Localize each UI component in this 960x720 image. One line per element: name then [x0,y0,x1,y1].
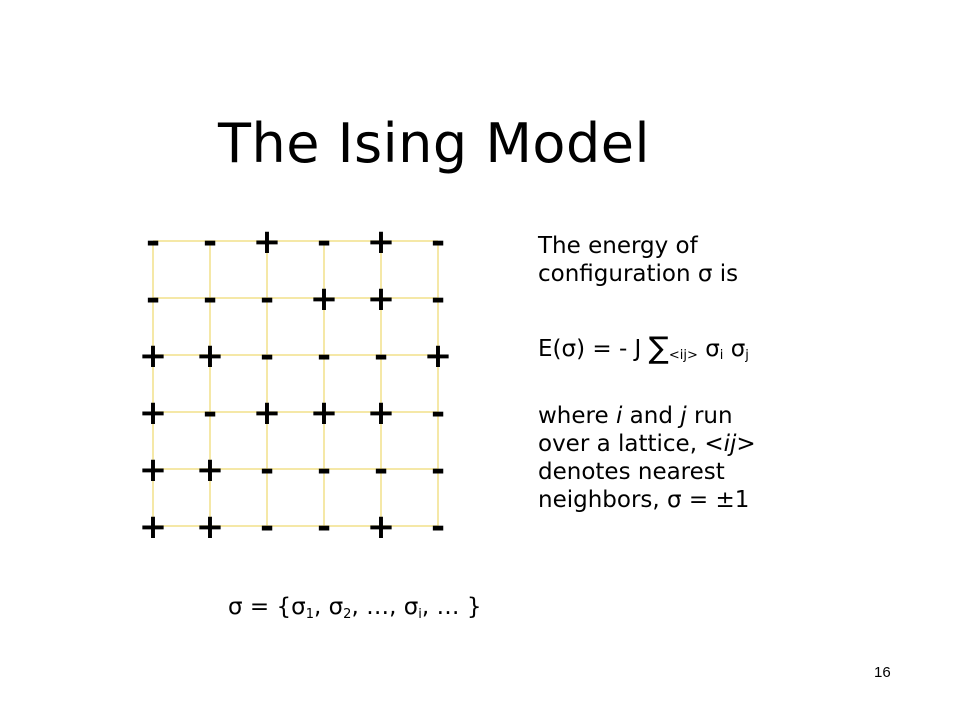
spin-up: + [139,450,168,490]
sigma-j: σ [730,336,746,362]
var-i: i [615,403,623,429]
spin-up: + [253,222,282,262]
spin-down: - [431,450,445,490]
spin-lattice: --+-+----++-++---++-+++-++----++--+- [139,222,453,547]
spin-down: - [317,222,331,262]
summation-subscript: <ij> [668,348,698,363]
spin-down: - [431,507,445,547]
spin-down: - [374,336,388,376]
run-word: run [693,403,733,429]
configuration-sequence: σ = {σ1, σ2, …, σi, … } [228,594,481,622]
spin-down: - [260,336,274,376]
page-number: 16 [874,664,891,681]
spin-up: + [139,336,168,376]
spin-up: + [367,393,396,433]
spin-up: + [367,507,396,547]
spin-down: - [431,279,445,319]
explanation-line-3: denotes nearest [538,459,725,485]
spin-up: + [139,393,168,433]
spin-up: + [196,336,225,376]
spin-up: + [310,393,339,433]
spin-up: + [367,279,396,319]
sigma-i-subscript: i [719,348,724,363]
sigma-j-subscript: j [745,348,749,363]
energy-intro-line-1: The energy of [538,233,698,259]
explanation-line-1: where i and j run [538,402,756,430]
spin-up: + [253,393,282,433]
spin-up: + [196,450,225,490]
spin-down: - [146,222,160,262]
energy-intro-line-2: configuration σ is [538,261,739,287]
explanation-line-4: neighbors, σ = ±1 [538,487,750,513]
spin-up: + [367,222,396,262]
energy-formula: E(σ) = - J ∑<ij> σi σj [538,334,749,370]
spin-up: + [424,336,453,376]
spin-down: - [431,393,445,433]
energy-intro: The energy of configuration σ is [538,232,738,288]
spin-down: - [203,222,217,262]
and-word: and [629,403,673,429]
where-word: where [538,403,609,429]
seq-sep-1: , σ [313,594,344,620]
spin-down: - [317,450,331,490]
spin-down: - [260,450,274,490]
spin-up: + [139,507,168,547]
spin-up: + [196,507,225,547]
lattice-explanation: where i and j run over a lattice, <ij> d… [538,402,756,514]
seq-sub-1: 1 [305,607,314,622]
formula-lhs: E(σ) = - J [538,336,642,362]
spin-up: + [310,279,339,319]
spin-down: - [260,279,274,319]
spin-down: - [431,222,445,262]
seq-close: , … } [421,594,482,620]
var-j: j [680,403,687,429]
seq-sub-i: i [418,607,422,622]
line2-prefix: over a lattice, [538,431,698,457]
spin-down: - [260,507,274,547]
sigma-i: σ [705,336,720,362]
spin-down: - [374,450,388,490]
seq-open: σ = {σ [228,594,306,620]
spin-down: - [317,507,331,547]
spin-down: - [203,393,217,433]
lattice-spins: --+-+----++-++---++-+++-++----++--+- [139,222,453,547]
ij-symbol: <ij> [704,431,756,457]
seq-sub-2: 2 [343,607,352,622]
spin-down: - [317,336,331,376]
spin-down: - [203,279,217,319]
spin-down: - [146,279,160,319]
slide-title: The Ising Model [218,112,650,175]
lattice-grid [152,240,439,527]
explanation-line-2: over a lattice, <ij> [538,430,756,458]
seq-sep-2: , …, σ [351,594,419,620]
summation-symbol: ∑ [648,331,669,366]
